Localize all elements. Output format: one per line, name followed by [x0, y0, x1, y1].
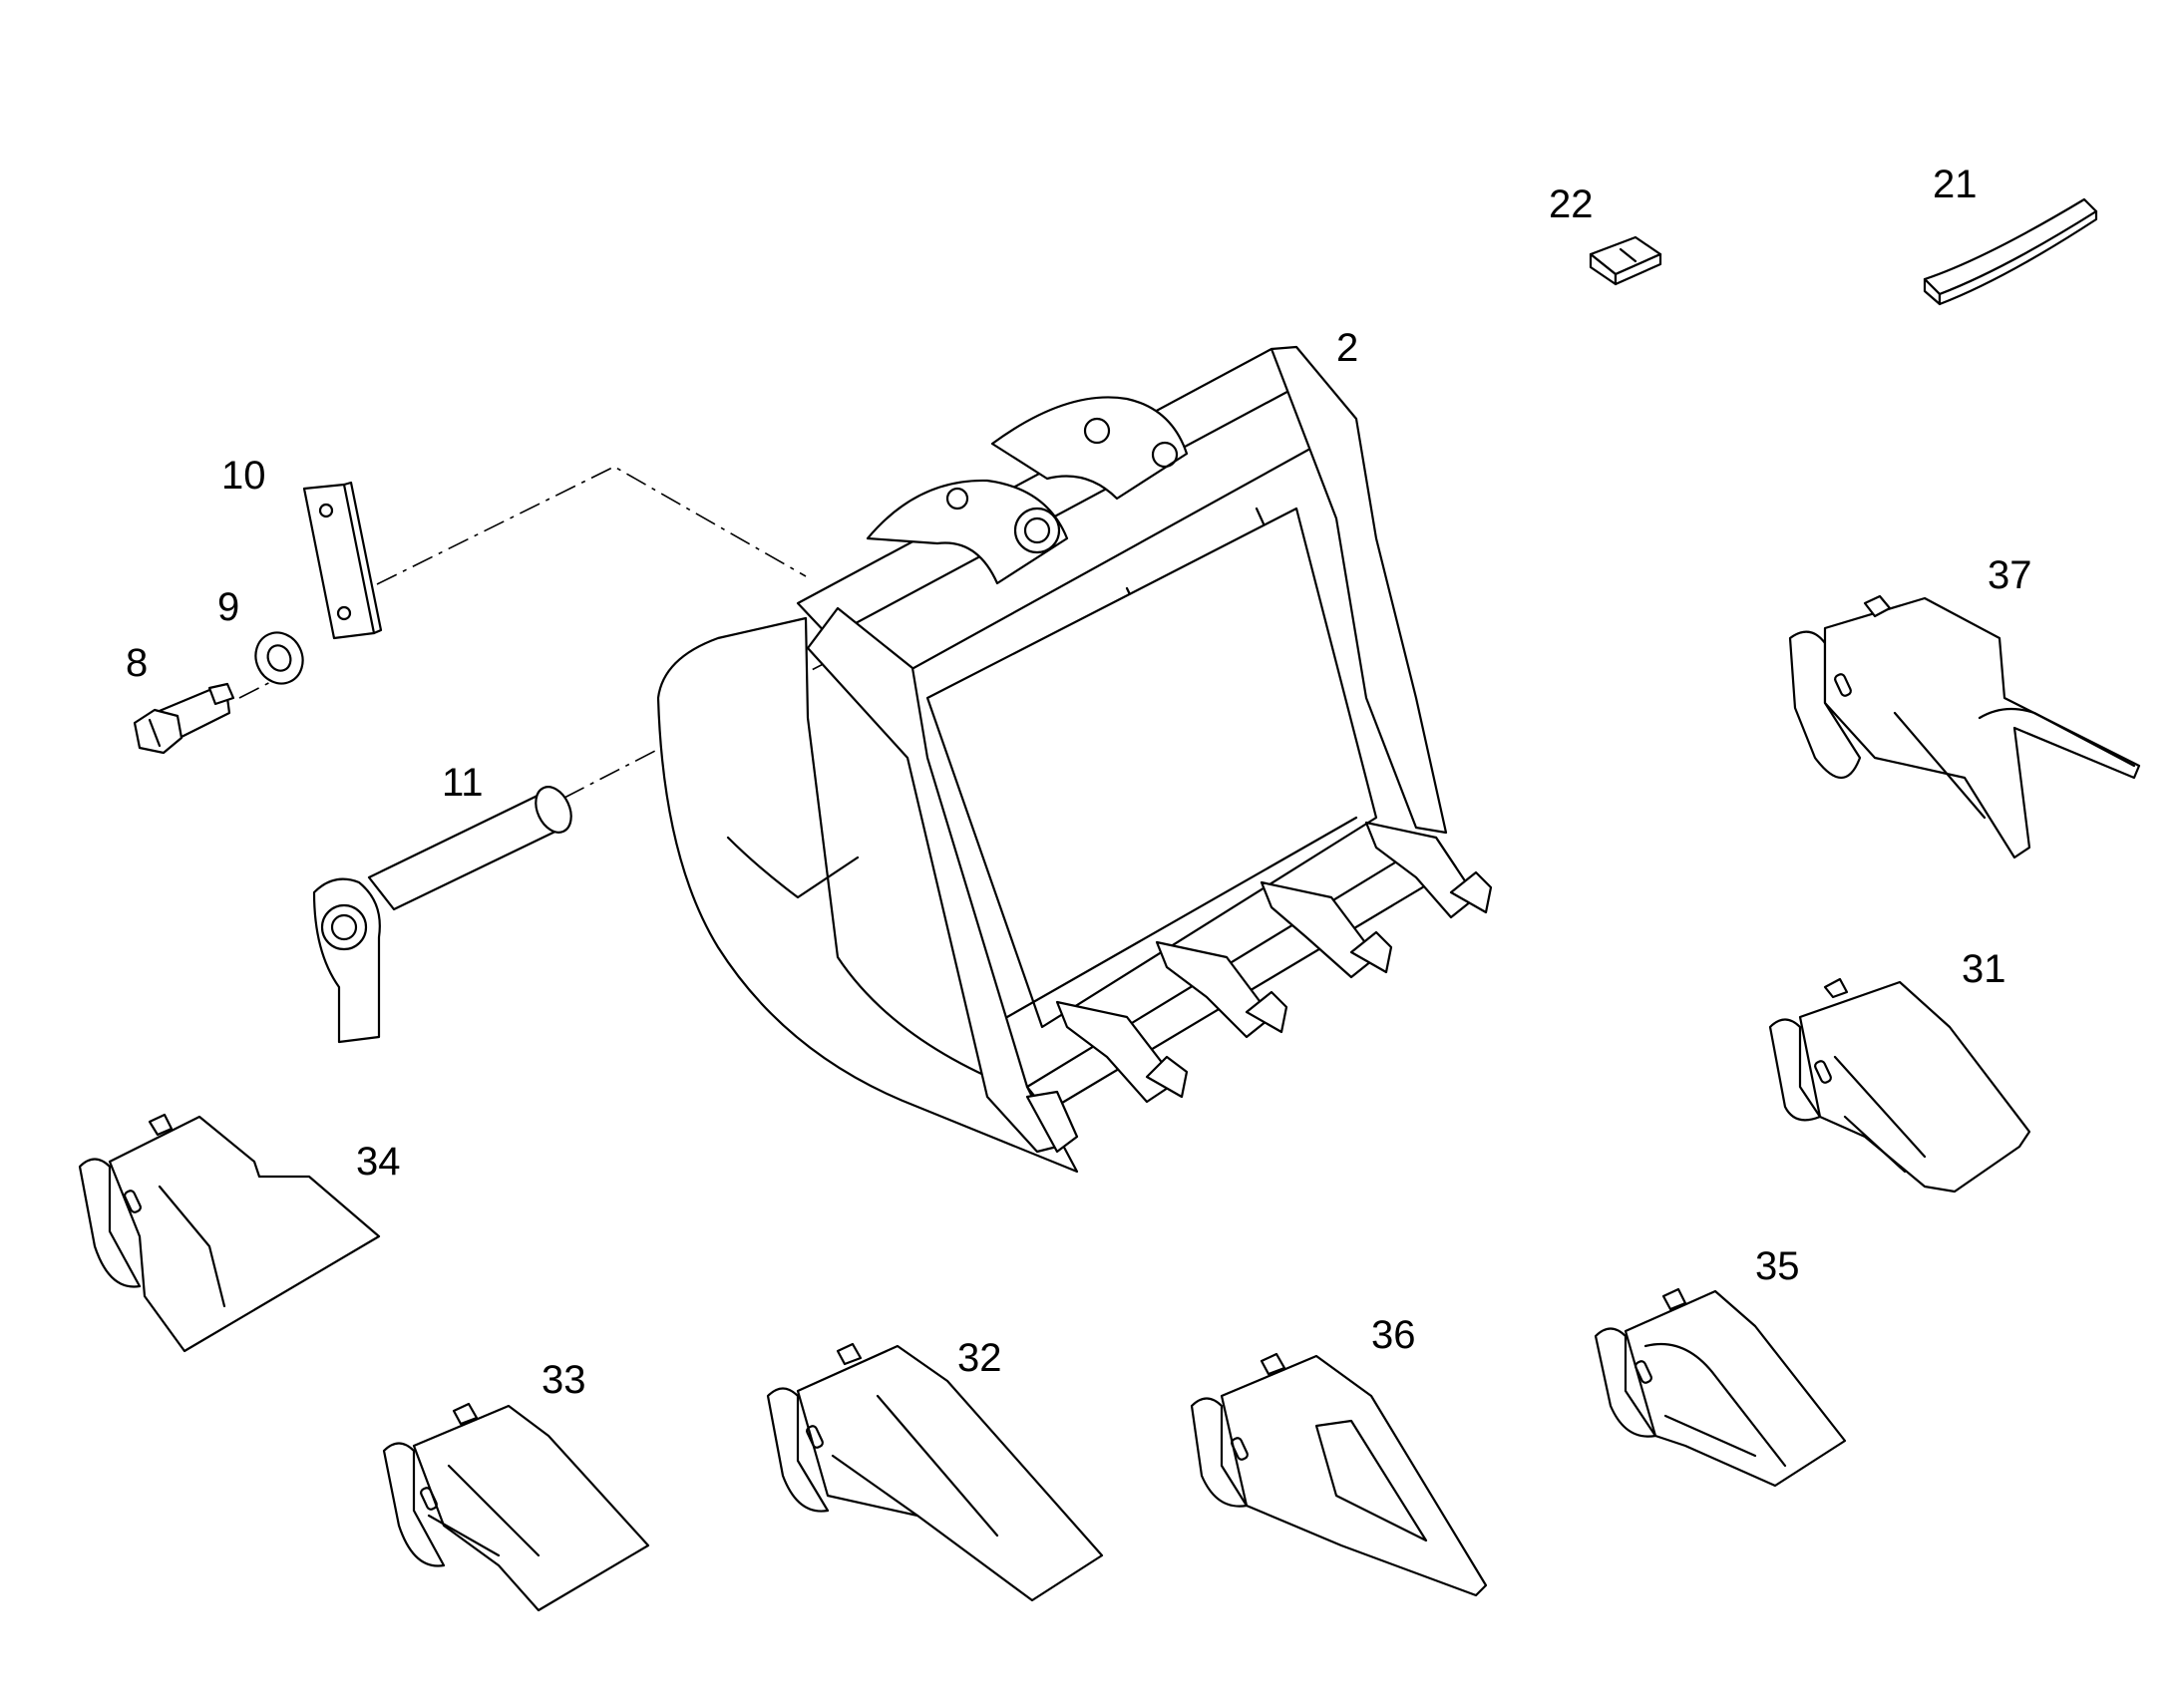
callout-21: 21 [1933, 163, 1978, 206]
washer-part[interactable] [247, 625, 311, 692]
bolt-part[interactable] [133, 682, 235, 755]
callout-22: 22 [1549, 182, 1594, 226]
tooth-33-part[interactable] [382, 1402, 650, 1612]
callout-11: 11 [442, 761, 484, 805]
callout-37: 37 [1988, 553, 2032, 597]
tooth-35-part[interactable] [1594, 1287, 1847, 1488]
callout-9: 9 [217, 585, 239, 629]
tooth-34-part[interactable] [78, 1113, 381, 1353]
bucket-tooth-adapters [1025, 821, 1493, 1154]
tooth-36-part[interactable] [1190, 1352, 1488, 1597]
tooth-32-part[interactable] [766, 1342, 1104, 1602]
bucket-part[interactable] [656, 345, 1493, 1174]
callout-31: 31 [1962, 947, 2006, 991]
tooth-31-part[interactable] [1768, 977, 2031, 1194]
callout-2: 2 [1336, 326, 1358, 370]
pin-part[interactable] [312, 781, 578, 1044]
callout-36: 36 [1371, 1313, 1416, 1357]
tooth-21-part[interactable] [1923, 197, 2098, 306]
callout-8: 8 [126, 641, 148, 685]
callout-32: 32 [957, 1336, 1002, 1380]
callout-35: 35 [1755, 1244, 1800, 1288]
callout-33: 33 [542, 1358, 586, 1402]
tooth-37-part[interactable] [1788, 594, 2141, 859]
adapter-22-part[interactable] [1589, 235, 1662, 286]
callout-34: 34 [356, 1140, 401, 1184]
callout-10: 10 [221, 454, 266, 498]
retaining-plate-part[interactable] [302, 481, 383, 640]
